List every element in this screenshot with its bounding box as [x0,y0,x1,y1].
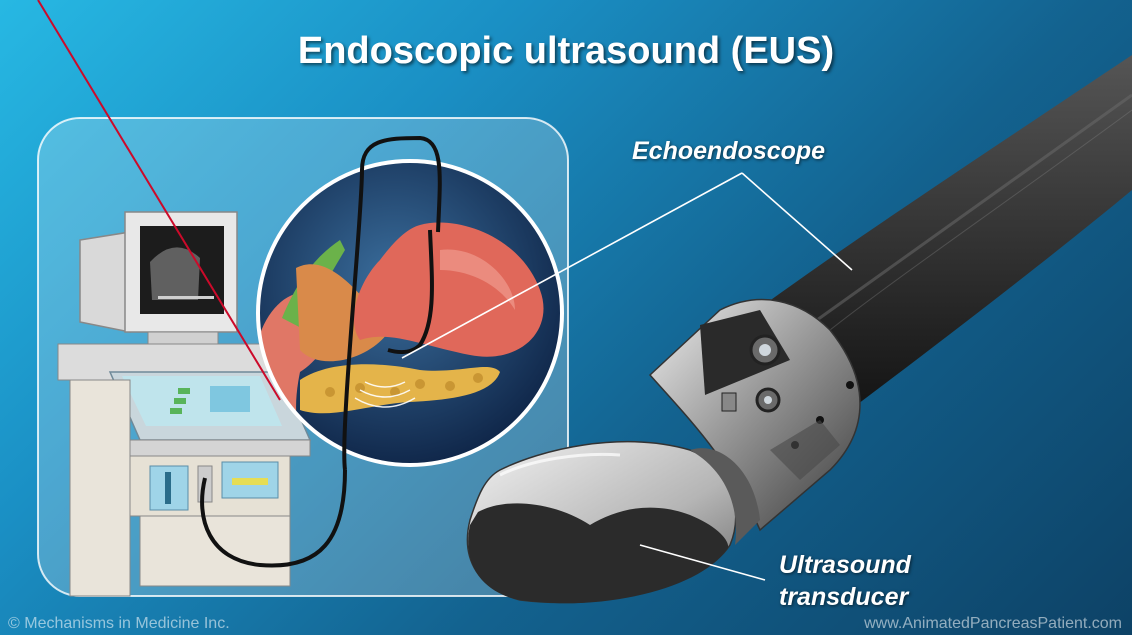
page-title: Endoscopic ultrasound (EUS) [0,30,1132,73]
copyright-text: © Mechanisms in Medicine Inc. [8,615,230,633]
ultrasound-console [58,344,310,596]
keyboard-buttons [170,386,250,414]
transducer-label-line1: Ultrasound [779,551,911,580]
anatomy-inset-circle [258,161,562,470]
echoendoscope-label: Echoendoscope [632,137,825,166]
website-text: www.AnimatedPancreasPatient.com [864,615,1122,633]
transducer-label-line2: transducer [779,583,908,612]
ultrasound-transducer-tip [467,442,760,604]
